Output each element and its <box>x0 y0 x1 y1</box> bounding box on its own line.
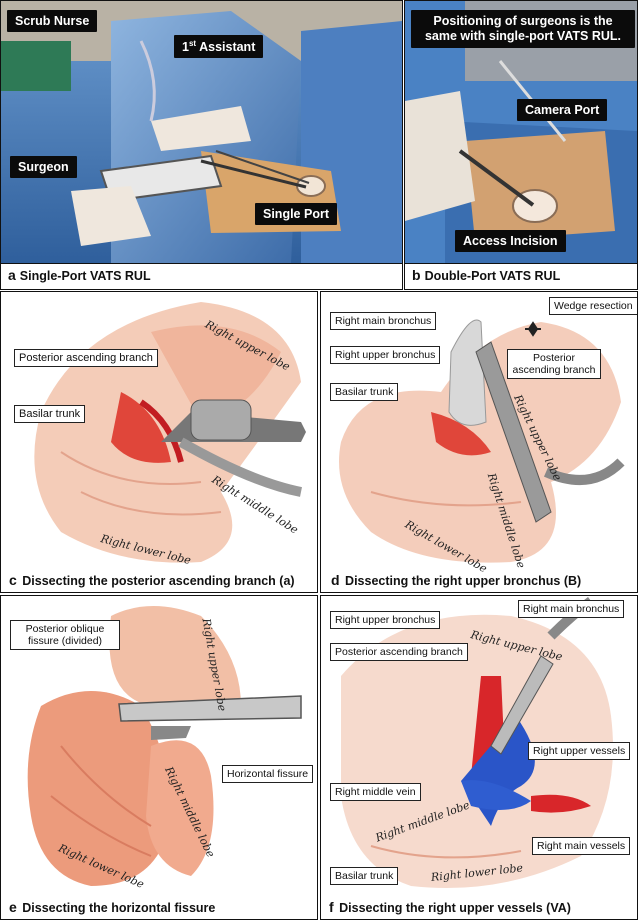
panel-f-caption-text: Dissecting the right upper vessels (VA) <box>339 901 571 915</box>
lung-illustration-d <box>339 319 625 563</box>
posterior-oblique-fissure-label: Posterior oblique fissure (divided) <box>10 620 120 650</box>
panel-d-caption: d Dissecting the right upper bronchus (B… <box>331 572 581 588</box>
right-upper-vessels-label: Right upper vessels <box>528 742 631 760</box>
lung-illustration-e <box>27 606 302 886</box>
posterior-ascending-branch-label: Posterior ascending branch <box>507 349 601 379</box>
right-main-vessels-label: Right main vessels <box>532 837 631 855</box>
surgeon-label: Surgeon <box>10 156 77 178</box>
camera-port-label: Camera Port <box>517 99 608 121</box>
wedge-resection-label: Wedge resection <box>549 297 637 315</box>
panel-c-letter: c <box>9 572 17 588</box>
first-assistant-number: 1 <box>182 40 189 55</box>
panel-a: Scrub Nurse 1st Assistant Surgeon Single… <box>0 0 403 290</box>
panel-f-illustration <box>321 596 637 896</box>
panel-d-illustration <box>321 292 637 570</box>
access-incision-label: Access Incision <box>455 230 566 252</box>
first-assistant-label: 1st Assistant <box>174 35 264 59</box>
panel-d-letter: d <box>331 572 340 588</box>
panel-c-caption: c Dissecting the posterior ascending bra… <box>9 572 295 588</box>
panel-a-letter: a <box>8 267 16 283</box>
right-middle-vein-label: Right middle vein <box>330 783 421 801</box>
basilar-trunk-label: Basilar trunk <box>330 383 399 401</box>
basilar-trunk-label: Basilar trunk <box>330 867 399 885</box>
panel-e-caption-text: Dissecting the horizontal fissure <box>22 901 216 915</box>
panel-d: Right main bronchus Wedge resection Righ… <box>320 291 638 593</box>
panel-e-illustration <box>1 596 317 896</box>
first-assistant-word: Assistant <box>196 40 256 55</box>
panel-a-caption-text: Single-Port VATS RUL <box>19 269 151 283</box>
positioning-note-label: Positioning of surgeons is the same with… <box>411 10 635 48</box>
lung-illustration-f <box>341 597 613 888</box>
panel-c: Posterior ascending branch Basilar trunk… <box>0 291 318 593</box>
basilar-trunk-label: Basilar trunk <box>14 405 86 423</box>
panel-b: Positioning of surgeons is the same with… <box>404 0 638 290</box>
right-upper-bronchus-label: Right upper bronchus <box>330 346 441 364</box>
panel-c-illustration <box>1 292 317 570</box>
panel-c-caption-text: Dissecting the posterior ascending branc… <box>22 574 295 588</box>
right-main-bronchus-label: Right main bronchus <box>518 600 625 618</box>
panel-f-letter: f <box>329 899 334 915</box>
posterior-ascending-branch-label: Posterior ascending branch <box>330 643 468 661</box>
lung-illustration-c <box>34 302 306 563</box>
panel-d-caption-text: Dissecting the right upper bronchus (B) <box>345 574 582 588</box>
panel-f: Right main bronchus Right upper bronchus… <box>320 595 638 920</box>
posterior-ascending-branch-label: Posterior ascending branch <box>14 349 158 367</box>
panel-b-letter: b <box>412 267 421 283</box>
panel-e: Posterior oblique fissure (divided) Hori… <box>0 595 318 920</box>
right-main-bronchus-label: Right main bronchus <box>330 312 437 330</box>
horizontal-fissure-label: Horizontal fissure <box>222 765 314 783</box>
scrub-nurse-label: Scrub Nurse <box>7 10 98 32</box>
panel-e-letter: e <box>9 899 17 915</box>
panel-b-caption-text: Double-Port VATS RUL <box>424 269 561 283</box>
first-assistant-ordinal: st <box>188 39 197 48</box>
panel-f-caption: f Dissecting the right upper vessels (VA… <box>329 899 571 915</box>
panel-e-caption: e Dissecting the horizontal fissure <box>9 899 215 915</box>
single-port-label: Single Port <box>255 203 337 225</box>
right-upper-bronchus-label: Right upper bronchus <box>330 611 441 629</box>
